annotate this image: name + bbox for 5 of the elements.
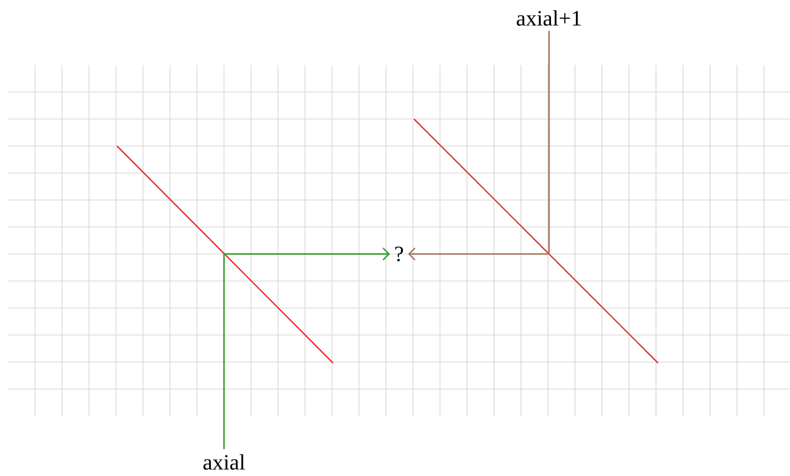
axis-label: axial bbox=[203, 454, 245, 470]
axis-label: ? bbox=[395, 246, 403, 262]
arrow bbox=[223, 248, 390, 450]
arrow bbox=[408, 30, 550, 260]
axis-label: axial+1 bbox=[516, 10, 581, 26]
